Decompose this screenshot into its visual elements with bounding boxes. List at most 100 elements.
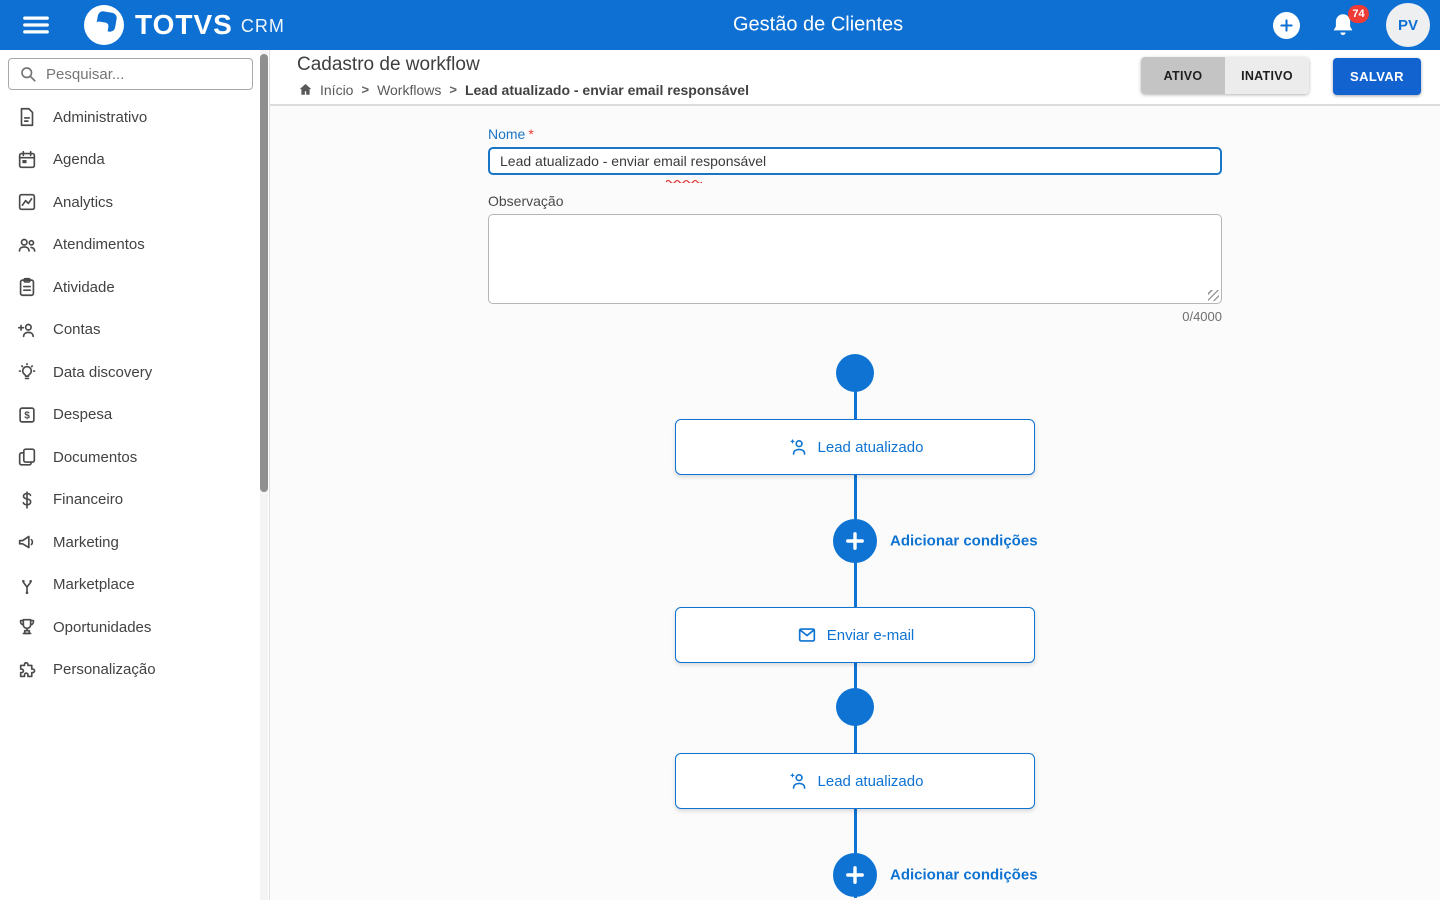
sidebar-item-label: Agenda: [53, 151, 105, 169]
workflow-node-lead-atualizado[interactable]: Lead atualizado: [675, 753, 1035, 809]
sidebar-item-contas[interactable]: Contas: [0, 309, 256, 352]
search-input[interactable]: [46, 65, 252, 83]
puzzle-icon: [16, 659, 38, 681]
sidebar-item-atendimentos[interactable]: Atendimentos: [0, 224, 256, 267]
sidebar-item-label: Documentos: [53, 448, 138, 466]
dollar-icon: [16, 489, 38, 511]
sidebar-item-despesa[interactable]: $ Despesa: [0, 394, 256, 437]
documents-copy-icon: [16, 446, 38, 468]
observation-label: Observação: [488, 193, 564, 209]
resize-grip[interactable]: [1208, 290, 1219, 301]
notifications-button[interactable]: 74: [1329, 5, 1369, 39]
people-icon: [16, 234, 38, 256]
workflow-add-step: Adicionar condições: [833, 519, 1038, 563]
person-update-icon: [787, 436, 809, 458]
breadcrumb-item-label: Início: [320, 81, 354, 98]
char-counter: 0/4000: [1182, 309, 1222, 324]
page-title: Cadastro de workflow: [297, 54, 480, 75]
sidebar: AdministrativoAgendaAnalyticsAtendimento…: [0, 50, 270, 900]
sidebar-item-atividade[interactable]: Atividade: [0, 266, 256, 309]
breadcrumb-item-lead-atualizado-enviar-email-responsavel: Lead atualizado - enviar email responsáv…: [465, 82, 749, 98]
sidebar-item-data-discovery[interactable]: Data discovery: [0, 351, 256, 394]
ativo-toggle-button[interactable]: ATIVO: [1141, 57, 1225, 94]
menu-hamburger-icon[interactable]: [21, 10, 51, 40]
sidebar-item-label: Contas: [53, 321, 101, 339]
sidebar-item-label: Data discovery: [53, 363, 153, 381]
email-icon: [796, 624, 818, 646]
sidebar-item-label: Administrativo: [53, 108, 148, 126]
inativo-toggle-button[interactable]: INATIVO: [1225, 57, 1309, 94]
svg-text:$: $: [24, 410, 30, 421]
sidebar-item-personalizacao[interactable]: Personalização: [0, 649, 256, 692]
sidebar-item-agenda[interactable]: Agenda: [0, 139, 256, 182]
add-condition-label[interactable]: Adicionar condições: [890, 532, 1038, 550]
sidebar-item-documentos[interactable]: Documentos: [0, 436, 256, 479]
add-condition-button[interactable]: [833, 853, 877, 897]
observation-textarea[interactable]: [488, 214, 1222, 304]
notifications-count-badge: 74: [1348, 5, 1369, 23]
workflow-dot: [836, 688, 874, 726]
person-add-icon: [16, 319, 38, 341]
sidebar-item-label: Marketing: [53, 533, 119, 551]
required-marker: *: [528, 126, 534, 142]
workflow-dot: [836, 354, 874, 392]
workflow-node-lead-atualizado[interactable]: Lead atualizado: [675, 419, 1035, 475]
user-avatar[interactable]: PV: [1386, 3, 1430, 47]
chart-icon: [16, 191, 38, 213]
workflow-node-label: Lead atualizado: [817, 772, 924, 790]
workflow-node-enviar-e-mail[interactable]: Enviar e-mail: [675, 607, 1035, 663]
plus-icon: [843, 863, 867, 887]
split-arrows-icon: [16, 574, 38, 596]
sidebar-item-marketing[interactable]: Marketing: [0, 521, 256, 564]
lightbulb-icon: [16, 361, 38, 383]
name-input[interactable]: [488, 147, 1222, 175]
sidebar-item-analytics[interactable]: Analytics: [0, 181, 256, 224]
trophy-icon: [16, 616, 38, 638]
bell-icon: [1329, 11, 1357, 39]
name-label: Nome*: [488, 126, 534, 142]
breadcrumb-item-label: Workflows: [377, 81, 442, 98]
workflow-form: Nome* Observação 0/4000: [488, 106, 1222, 324]
sidebar-item-financeiro[interactable]: Financeiro: [0, 479, 256, 522]
brand-suffix: CRM: [240, 16, 285, 36]
sidebar-item-label: Financeiro: [53, 491, 124, 509]
breadcrumb-item-inicio[interactable]: Início: [297, 81, 353, 98]
add-condition-button[interactable]: [833, 519, 877, 563]
workflow-node-label: Lead atualizado: [817, 438, 924, 456]
sidebar-item-label: Oportunidades: [53, 618, 152, 636]
totvs-logo-icon: [82, 3, 126, 47]
sidebar-item-oportunidades[interactable]: Oportunidades: [0, 606, 256, 649]
breadcrumb-separator: >: [449, 82, 457, 97]
brand: TOTVS CRM: [82, 3, 285, 47]
sidebar-item-label: Atendimentos: [53, 236, 145, 254]
status-toggle: ATIVO INATIVO: [1141, 57, 1309, 94]
home-icon: [297, 81, 314, 98]
add-condition-label[interactable]: Adicionar condições: [890, 866, 1038, 884]
megaphone-icon: [16, 531, 38, 553]
save-button[interactable]: SALVAR: [1333, 58, 1421, 95]
breadcrumb-separator: >: [361, 82, 370, 97]
add-new-button[interactable]: [1273, 11, 1300, 39]
content-area: Nome* Observação 0/4000 Lead atualizadoA…: [270, 106, 1440, 898]
workflow-add-step: Adicionar condições: [833, 853, 1038, 897]
sidebar-item-label: Atividade: [53, 278, 115, 296]
document-icon: [16, 106, 38, 128]
sidebar-item-label: Analytics: [53, 193, 114, 211]
sidebar-search: [8, 58, 253, 90]
sidebar-item-label: Despesa: [53, 406, 113, 424]
sidebar-item-administrativo[interactable]: Administrativo: [0, 96, 256, 139]
sidebar-scrollbar-thumb[interactable]: [260, 54, 268, 492]
search-icon: [18, 64, 38, 84]
brand-name: TOTVS: [135, 9, 233, 40]
page-app-title: Gestão de Clientes: [733, 13, 904, 36]
top-app-bar: TOTVS CRM Gestão de Clientes 74 PV: [0, 0, 1440, 50]
breadcrumb-item-workflows[interactable]: Workflows: [377, 82, 441, 98]
clipboard-icon: [16, 276, 38, 298]
topbar-actions: 74 PV: [1273, 0, 1430, 50]
breadcrumb: Início > Workflows > Lead atualizado - envia…: [297, 81, 749, 98]
sidebar-item-label: Marketplace: [53, 576, 135, 594]
sidebar-item-marketplace[interactable]: Marketplace: [0, 564, 256, 607]
plus-icon: [843, 529, 867, 553]
